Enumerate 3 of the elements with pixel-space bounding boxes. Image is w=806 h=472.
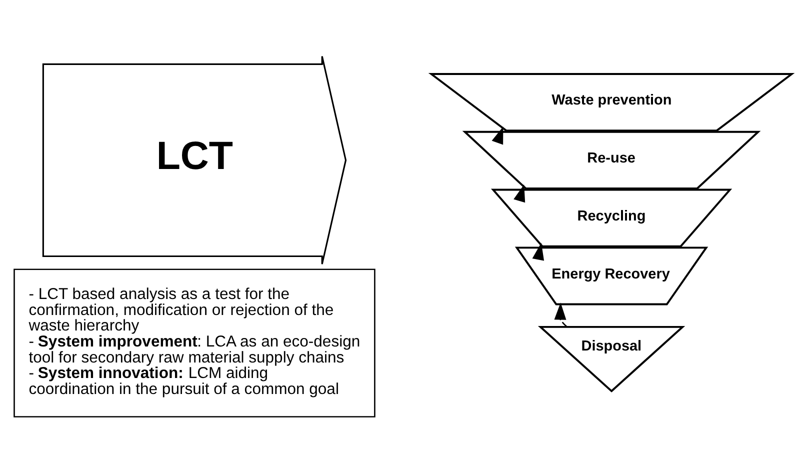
arrow (532, 242, 544, 260)
node-box: - LCT based analysis as a test for the confirmation, modification or rejection of the waste hierarchy - System improvement: LCA as an eco-design tool for secondary raw material supply chains - System innovation: LCM aiding coordination in the pursuit of a common goal (14, 268, 376, 417)
arrow (554, 302, 568, 327)
